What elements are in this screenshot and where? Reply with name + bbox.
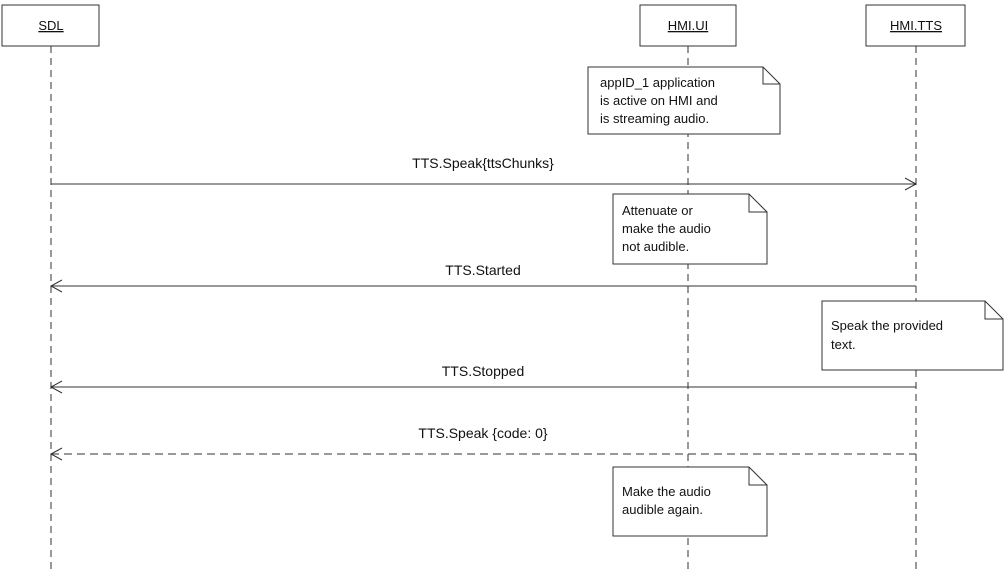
note-app-active-line-2: is active on HMI and bbox=[600, 93, 718, 108]
message-tts-speak-request-label: TTS.Speak{ttsChunks} bbox=[412, 155, 554, 171]
message-tts-started-label: TTS.Started bbox=[445, 262, 520, 278]
lifeline-hmi-tts-label: HMI.TTS bbox=[890, 18, 942, 33]
lifeline-sdl: SDL bbox=[1, 4, 100, 47]
note-app-active-line-1: appID_1 application bbox=[600, 75, 715, 90]
message-tts-stopped-label: TTS.Stopped bbox=[442, 363, 525, 379]
note-audible-again-line-2: audible again. bbox=[622, 502, 703, 517]
note-speak-text-line-1: Speak the provided bbox=[831, 318, 943, 333]
message-tts-speak-response-label: TTS.Speak {code: 0} bbox=[418, 425, 548, 441]
message-tts-speak-response: TTS.Speak {code: 0} bbox=[49, 425, 916, 461]
lifeline-hmi-ui-label: HMI.UI bbox=[668, 18, 708, 33]
message-tts-speak-request: TTS.Speak{ttsChunks} bbox=[51, 155, 918, 191]
note-speak-text-line-2: text. bbox=[831, 337, 856, 352]
note-app-active: appID_1 application is active on HMI and… bbox=[587, 66, 781, 135]
note-audible-again-line-1: Make the audio bbox=[622, 484, 711, 499]
lifeline-hmi-ui: HMI.UI bbox=[639, 4, 737, 47]
message-tts-stopped: TTS.Stopped bbox=[49, 363, 916, 394]
note-app-active-line-3: is streaming audio. bbox=[600, 111, 709, 126]
note-attenuate-line-3: not audible. bbox=[622, 239, 689, 254]
lifeline-sdl-label: SDL bbox=[38, 18, 63, 33]
note-audible-again: Make the audio audible again. bbox=[612, 466, 768, 537]
note-attenuate-line-2: make the audio bbox=[622, 221, 711, 236]
message-tts-started: TTS.Started bbox=[49, 262, 916, 293]
note-attenuate-line-1: Attenuate or bbox=[622, 203, 693, 218]
lifeline-hmi-tts: HMI.TTS bbox=[865, 4, 966, 47]
note-speak-text: Speak the provided text. bbox=[821, 300, 1004, 371]
note-attenuate: Attenuate or make the audio not audible. bbox=[612, 193, 768, 265]
